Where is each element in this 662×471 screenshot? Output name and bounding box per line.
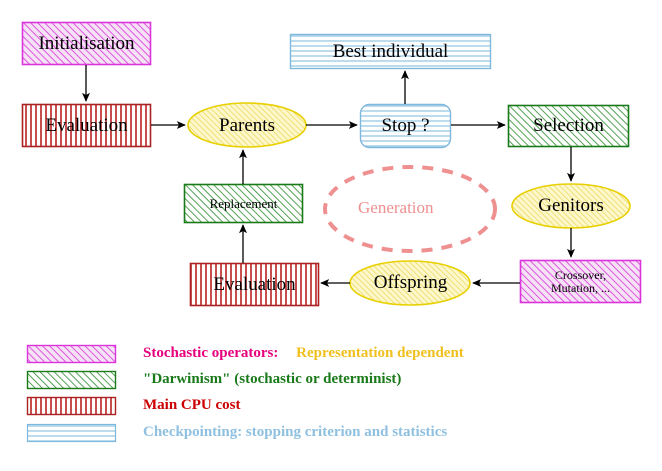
node-crossover-mutation[interactable] [519,259,642,304]
legend-row-cpu-cost: Main CPU cost [27,395,241,416]
label-generation: Generation [358,198,434,217]
legend-text-checkpointing: Checkpointing: stopping criterion and st… [143,424,448,440]
node-best-individual[interactable] [289,33,492,70]
legend-row-checkpointing: Checkpointing: stopping criterion and st… [27,422,447,443]
legend-swatch-checkpointing [26,423,117,443]
node-parents[interactable] [187,102,307,148]
node-selection[interactable] [507,104,630,148]
legend-swatch-cpu [26,396,117,416]
legend-swatch-stochastic [26,344,117,364]
node-genitors[interactable] [511,183,631,229]
node-evaluation-top[interactable] [21,103,152,148]
node-generation-boundary [323,165,497,253]
node-evaluation-bottom[interactable] [189,262,320,307]
node-initialisation[interactable] [21,21,152,66]
legend-text-cpu-cost: Main CPU cost [143,397,241,413]
legend-row-darwinism: "Darwinism" (stochastic or determinist) [27,369,401,390]
legend-row-stochastic: Stochastic operators: Representation dep… [27,343,464,364]
node-replacement[interactable] [183,183,304,224]
node-stop[interactable] [359,103,452,149]
legend-text-stochastic: Stochastic operators: Representation dep… [143,345,464,362]
node-offspring[interactable] [349,260,471,306]
legend-text-stochastic-secondary: Representation dependent [296,345,464,361]
legend-text-stochastic-primary: Stochastic operators: [143,345,279,361]
legend-text-darwinism: "Darwinism" (stochastic or determinist) [143,371,402,387]
legend-swatch-darwinism [26,370,117,390]
